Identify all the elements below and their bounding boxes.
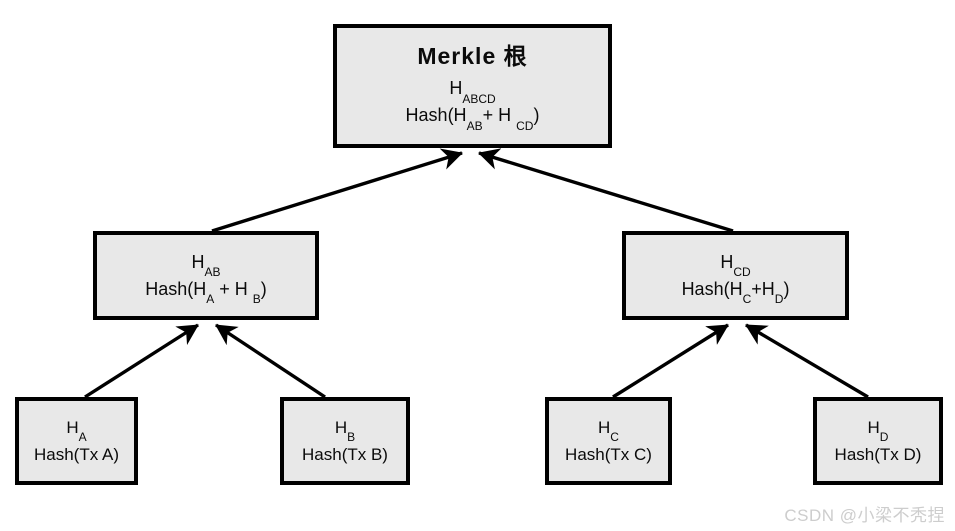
node-formula: Hash(HAB+ H CD) [405,105,540,133]
node-formula: Hash(Tx B) [302,445,388,464]
node-formula: Hash(Tx D) [834,445,922,464]
node-formula: Hash(HC+HD) [681,278,790,307]
node-hcd: HCD Hash(HC+HD) [622,231,849,320]
arrow-hcd-to-root [478,148,734,233]
arrow-hb-to-hab [215,323,326,399]
node-hash-label: HABCD [449,78,496,106]
node-leaf-b: HB Hash(Tx B) [280,397,410,485]
node-hash-label: HCD [720,251,751,280]
node-leaf-c: HC Hash(Tx C) [545,397,672,485]
node-formula: Hash(Tx C) [565,445,652,464]
node-hash-label: HC [598,417,619,445]
node-hash-label: HB [334,417,356,445]
arrow-hc-to-hcd [612,323,729,399]
node-hash-label: HAB [191,251,221,280]
watermark: CSDN @小梁不秃捏 [784,506,945,525]
node-formula: Hash(HA + H B) [145,278,267,307]
node-leaf-a: HA Hash(Tx A) [15,397,138,485]
node-leaf-d: HD Hash(Tx D) [813,397,943,485]
node-hab: HAB Hash(HA + H B) [93,231,319,320]
arrow-ha-to-hab [84,323,199,399]
arrow-hab-to-root [211,148,463,233]
node-merkle-root: Merkle 根 HABCD Hash(HAB+ H CD) [333,24,612,148]
node-formula: Hash(Tx A) [33,445,120,464]
node-hash-label: HD [867,417,889,445]
node-title: Merkle 根 [417,42,528,69]
node-hash-label: HA [66,417,87,445]
arrow-hd-to-hcd [745,323,869,399]
